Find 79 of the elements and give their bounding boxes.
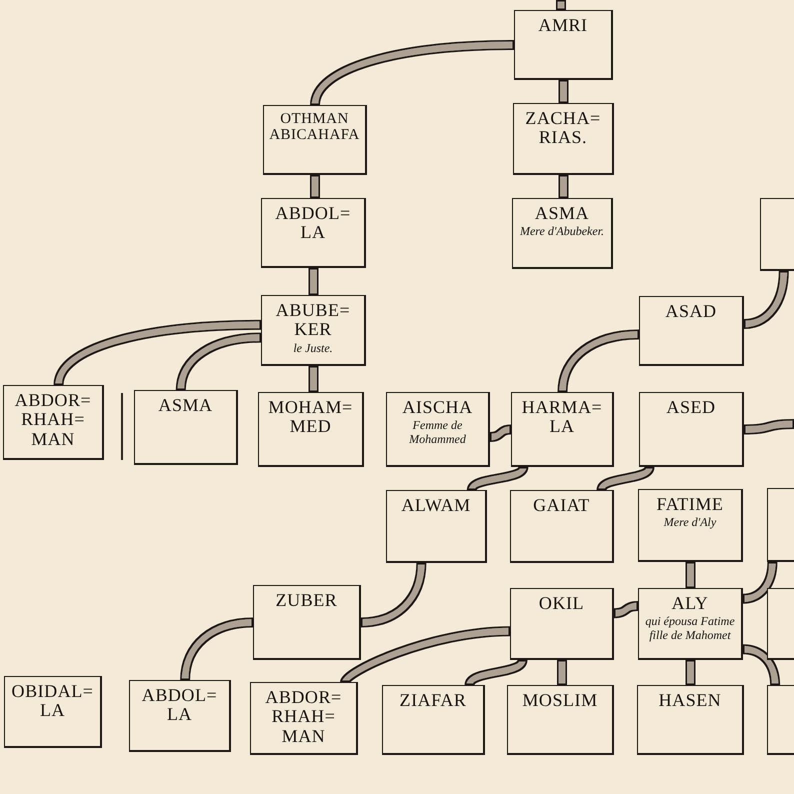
- note-text: Femme de Mohammed: [408, 419, 467, 446]
- name-box: [263, 105, 367, 175]
- name-box: [258, 392, 364, 467]
- connector-tube: [557, 660, 567, 685]
- name-box: [261, 295, 366, 366]
- connector-tube: [744, 419, 794, 434]
- name-label: ZUBER: [276, 591, 338, 610]
- name-label: ABDOL= LA: [142, 686, 218, 725]
- name-box: [250, 682, 358, 755]
- name-label: ASMA: [158, 396, 213, 416]
- name-box: [513, 103, 614, 175]
- name-label: MOHAM= MED: [268, 398, 353, 437]
- name-label: ASAD: [665, 302, 717, 322]
- note-text: Mere d'Abubeker.: [518, 225, 606, 239]
- name-box: [3, 385, 104, 460]
- connector-tube: [744, 270, 789, 329]
- name-label: OBIDAL= LA: [12, 682, 94, 721]
- connector-tube: [596, 466, 654, 492]
- name-box: [386, 392, 490, 467]
- name-box: [760, 198, 794, 271]
- name-box: [767, 488, 794, 562]
- name-box: [4, 676, 102, 748]
- name-box: [767, 685, 794, 755]
- name-label: AMRI: [538, 16, 588, 36]
- connector-tube: [464, 658, 528, 686]
- connector-tube: [614, 601, 638, 618]
- name-box: [512, 198, 613, 269]
- name-label: HARMA= LA: [522, 398, 602, 437]
- name-box: [507, 685, 614, 755]
- connector-tube: [340, 626, 510, 684]
- name-label: OTHMAN ABICAHAFA: [269, 111, 360, 144]
- connector-tube: [686, 562, 696, 588]
- name-label: AISCHA: [402, 398, 473, 418]
- connector-tube: [310, 175, 320, 198]
- note-text: qui épousa Fatime fille de Mahomet: [644, 615, 736, 642]
- name-label: ABDOR= RHAH= MAN: [265, 688, 342, 746]
- name-label: ABUBE= KER: [276, 301, 350, 340]
- name-label: ASED: [666, 398, 716, 418]
- name-box: [129, 680, 231, 752]
- name-label: FATIME: [656, 495, 724, 514]
- name-box: [639, 296, 744, 366]
- name-box: [638, 489, 743, 562]
- name-label: ZACHA= RIAS.: [525, 109, 601, 148]
- name-label: MOSLIM: [522, 691, 598, 710]
- connector-tube: [556, 0, 566, 10]
- name-box: [134, 390, 238, 465]
- name-label: GAIAT: [533, 496, 590, 516]
- name-box: [511, 392, 614, 467]
- connector-tube: [308, 366, 318, 392]
- note-text: Mere d'Aly: [662, 516, 718, 530]
- name-box: [382, 685, 485, 755]
- name-box: [767, 588, 794, 660]
- name-box: [639, 392, 744, 467]
- connector-tube: [686, 660, 696, 685]
- name-box: [261, 198, 366, 268]
- name-label: HASEN: [658, 691, 722, 710]
- note-text: le Juste.: [292, 342, 334, 356]
- name-label: ASMA: [534, 204, 590, 224]
- connector-tube: [467, 465, 528, 492]
- name-box: [253, 585, 361, 660]
- name-label: ABDOR= RHAH= MAN: [14, 391, 92, 450]
- name-box: [510, 588, 614, 660]
- name-box: [510, 490, 614, 563]
- connector-tube: [308, 268, 318, 295]
- connector-tube: [558, 80, 568, 103]
- name-box: [637, 685, 744, 755]
- name-box: [514, 10, 613, 80]
- name-box: [638, 588, 743, 660]
- connector-tube: [360, 562, 426, 628]
- name-label: ALWAM: [401, 496, 471, 516]
- name-label: OKIL: [538, 594, 584, 614]
- name-label: ZIAFAR: [400, 691, 466, 710]
- connector-tube: [558, 175, 568, 198]
- name-box: [386, 490, 487, 563]
- connector-tube: [490, 424, 512, 442]
- name-label: ALY: [672, 594, 708, 614]
- name-label: ABDOL= LA: [275, 204, 351, 243]
- connector-tube: [742, 644, 780, 686]
- connector-tube: [742, 562, 778, 604]
